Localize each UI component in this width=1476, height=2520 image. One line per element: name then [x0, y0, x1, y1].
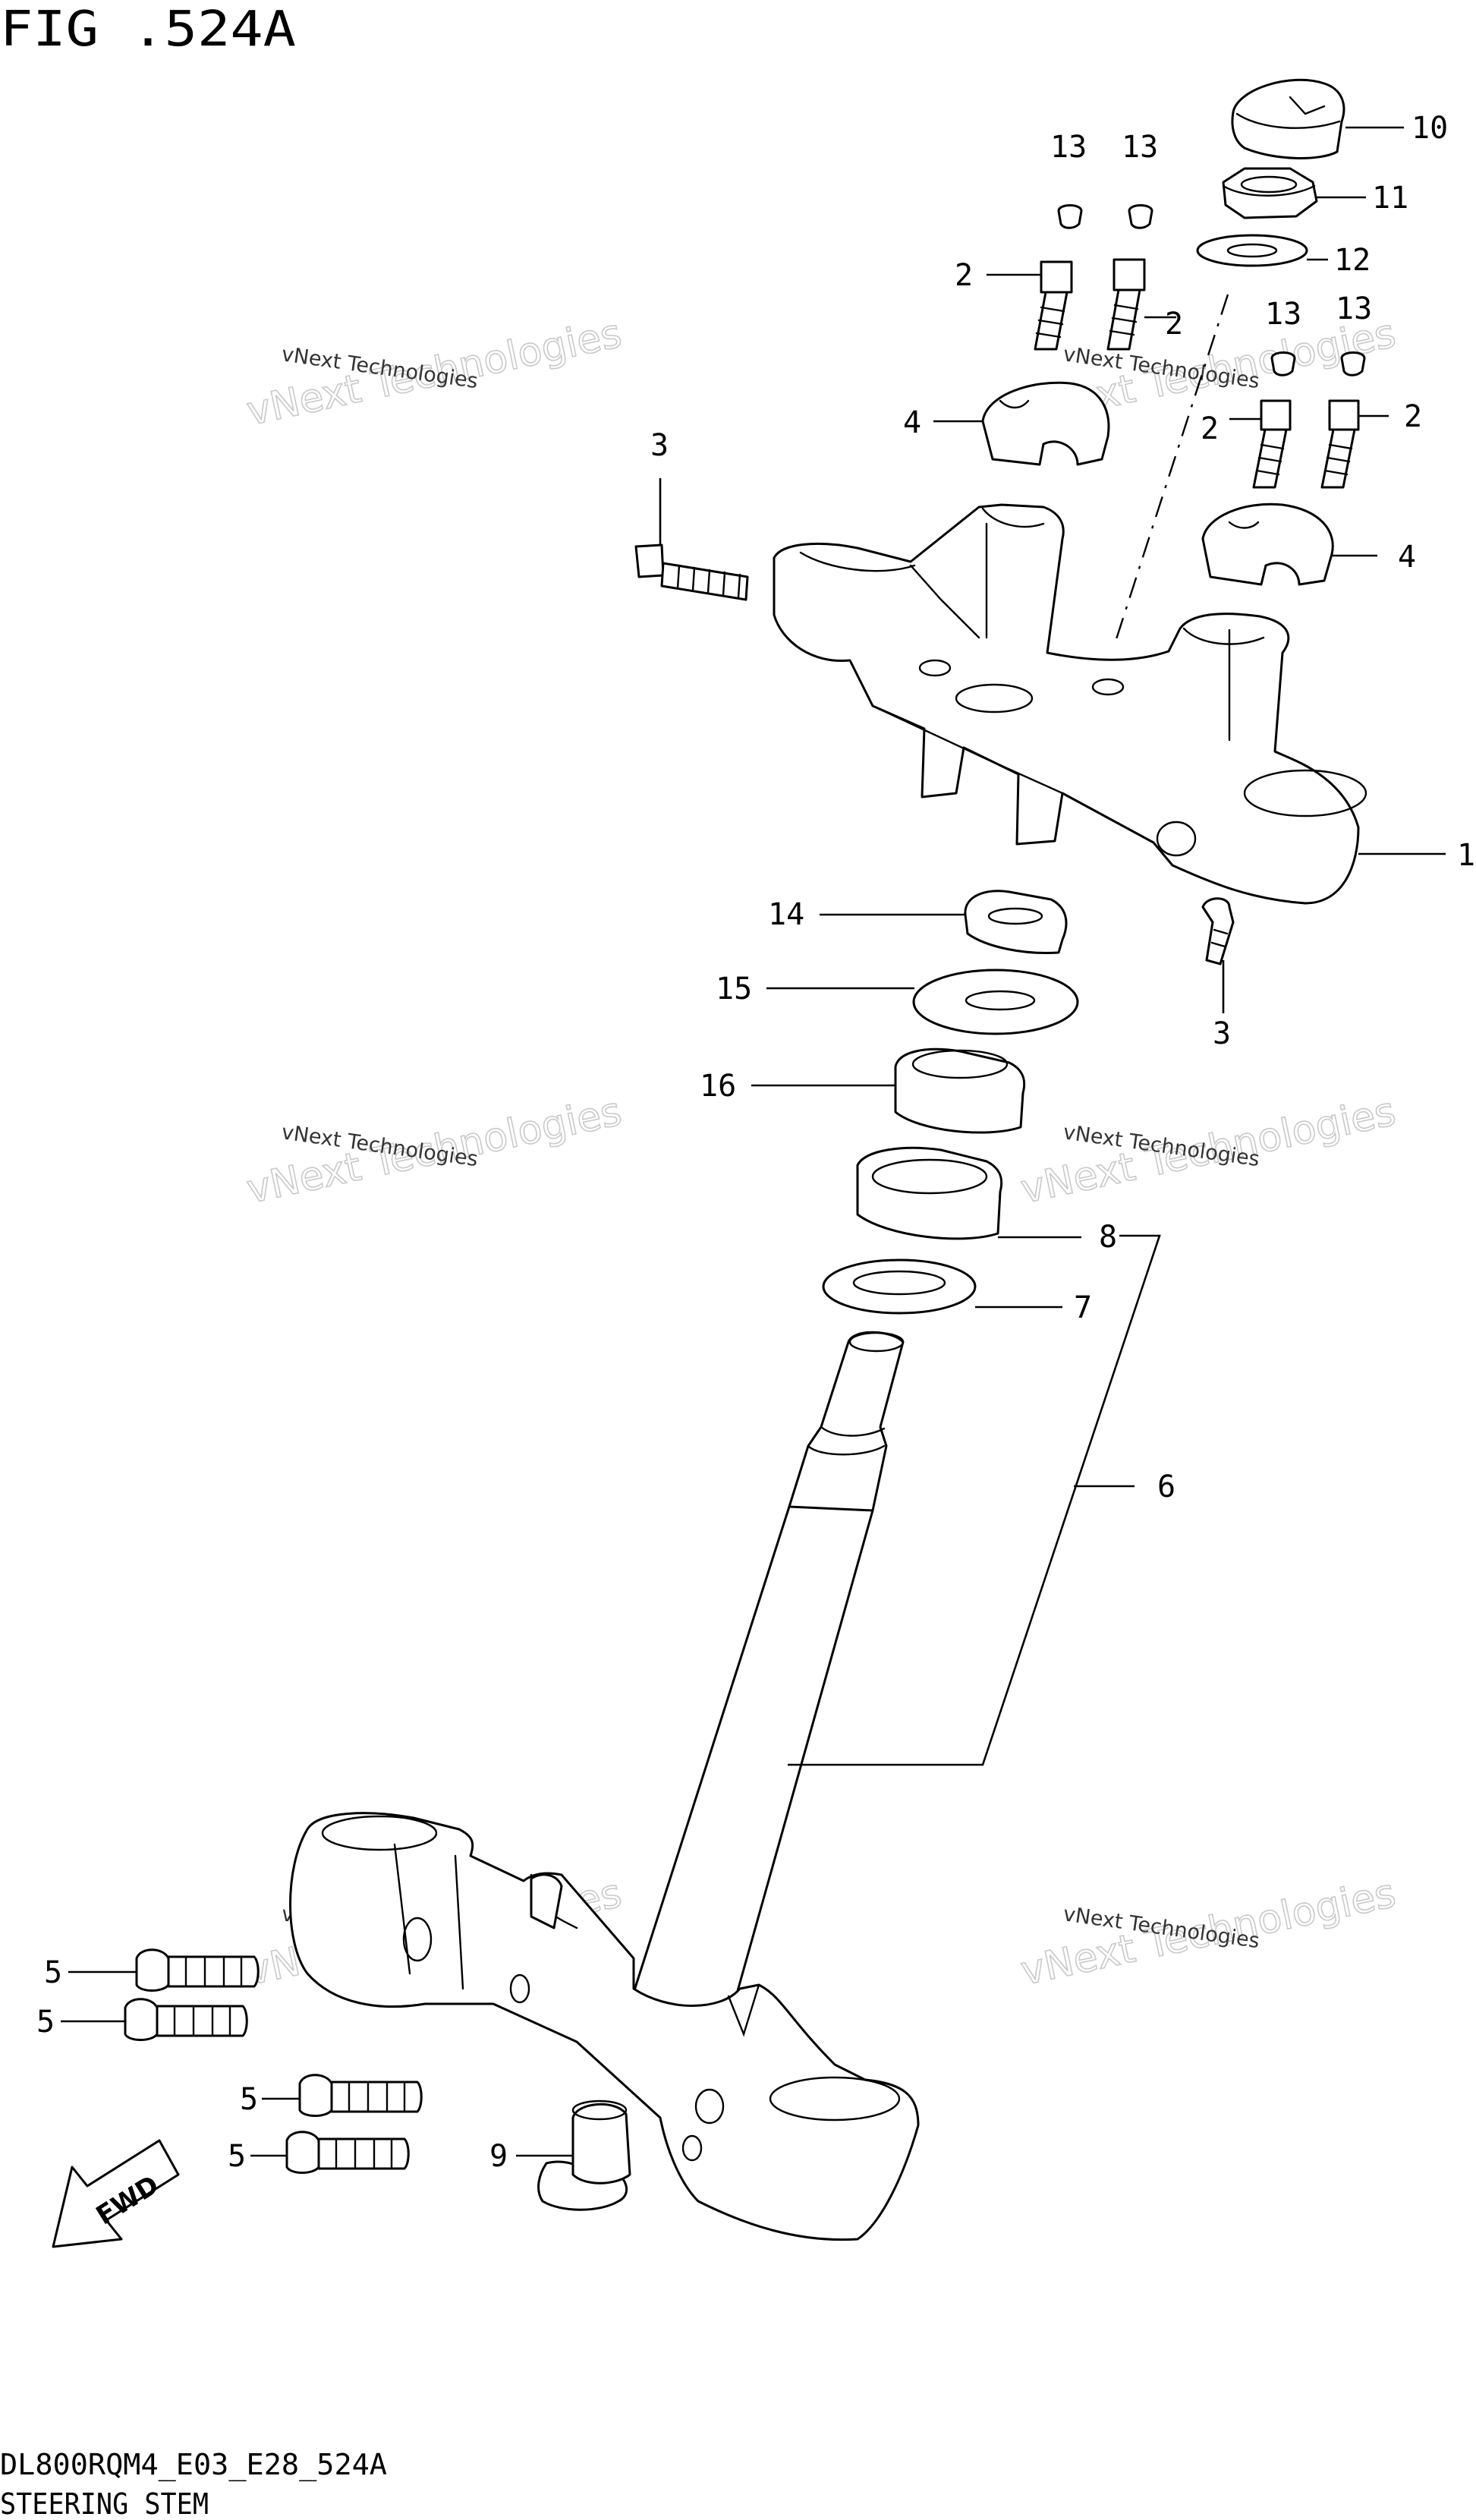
callout-13: 13: [1265, 297, 1301, 332]
callout-11: 11: [1372, 181, 1408, 216]
callout-16: 16: [700, 1069, 736, 1104]
callout-1: 1: [1457, 838, 1475, 873]
part-9-bushing: [537, 2099, 631, 2211]
watermark: vNext Technologies vNext Technologies: [1016, 1088, 1400, 1214]
callout-2: 2: [955, 258, 973, 293]
part-2-bolt: [1106, 258, 1146, 351]
part-12-washer: [1196, 234, 1308, 267]
callout-5: 5: [44, 1955, 62, 1990]
callout-10: 10: [1411, 111, 1448, 146]
figure-subtitle: STEERING STEM: [0, 2487, 209, 2520]
part-10-cap-nut: [1231, 78, 1345, 159]
callout-5: 5: [36, 2005, 55, 2040]
part-5-bolt: [285, 2131, 410, 2174]
part-13-bolt: [1128, 204, 1153, 229]
callout-2: 2: [1404, 399, 1422, 434]
part-5-bolt: [135, 1948, 260, 1992]
callout-7: 7: [1074, 1290, 1092, 1325]
callout-2: 2: [1201, 411, 1219, 446]
part-3-bolt: [1201, 897, 1235, 965]
part-11-nut: [1222, 167, 1318, 219]
callout-15: 15: [716, 972, 752, 1006]
callout-4: 4: [1398, 540, 1416, 575]
figure-title: FIG .524A: [0, 2, 296, 58]
callout-5: 5: [240, 2082, 258, 2117]
watermark: vNext Technologies vNext Technologies: [1016, 1870, 1400, 1996]
stem-centerline: [1114, 294, 1229, 642]
watermark: vNext Technologies vNext Technologies: [242, 310, 626, 436]
callout-4: 4: [903, 405, 921, 440]
callout-9: 9: [489, 2139, 508, 2174]
part-1-upper-bracket: [773, 503, 1367, 905]
part-7-seal: [822, 1258, 977, 1315]
leader-lines: [61, 126, 1446, 2157]
part-15-washer: [912, 969, 1079, 1035]
part-4-handlebar-holder: [981, 381, 1110, 466]
callout-2: 2: [1165, 307, 1183, 342]
watermark: vNext Technologies vNext Technologies: [242, 1088, 626, 1214]
part-13-bolt: [1057, 204, 1083, 229]
part-13-bolt: [1340, 351, 1366, 376]
part-16-dust-seal: [894, 1047, 1026, 1134]
figure-code: DL800RQM4_E03_E28_524A: [0, 2448, 387, 2482]
part-3-bolt: [634, 543, 749, 601]
callout-13: 13: [1050, 130, 1087, 165]
part-2-bolt: [1034, 260, 1073, 351]
part-2-bolt: [1252, 399, 1292, 489]
callout-13: 13: [1122, 130, 1158, 165]
forward-direction-arrow-icon: FWD: [52, 2139, 180, 2248]
part-5-bolt: [298, 2074, 423, 2117]
part-13-bolt: [1270, 351, 1296, 376]
callout-14: 14: [768, 897, 804, 932]
part-14-stem-nut: [964, 890, 1068, 954]
callout-3: 3: [650, 428, 669, 463]
callout-12: 12: [1334, 243, 1371, 278]
part-2-bolt: [1320, 399, 1360, 489]
part-4-handlebar-holder: [1201, 502, 1334, 586]
callout-5: 5: [228, 2139, 246, 2174]
callout-3: 3: [1213, 1016, 1231, 1051]
part-8-bearing: [856, 1146, 1003, 1240]
part-6-steering-stem: [289, 1331, 920, 2241]
callout-8: 8: [1099, 1220, 1117, 1255]
callout-6: 6: [1157, 1469, 1175, 1504]
callout-13: 13: [1336, 291, 1372, 326]
part-5-bolt: [124, 1998, 248, 2041]
